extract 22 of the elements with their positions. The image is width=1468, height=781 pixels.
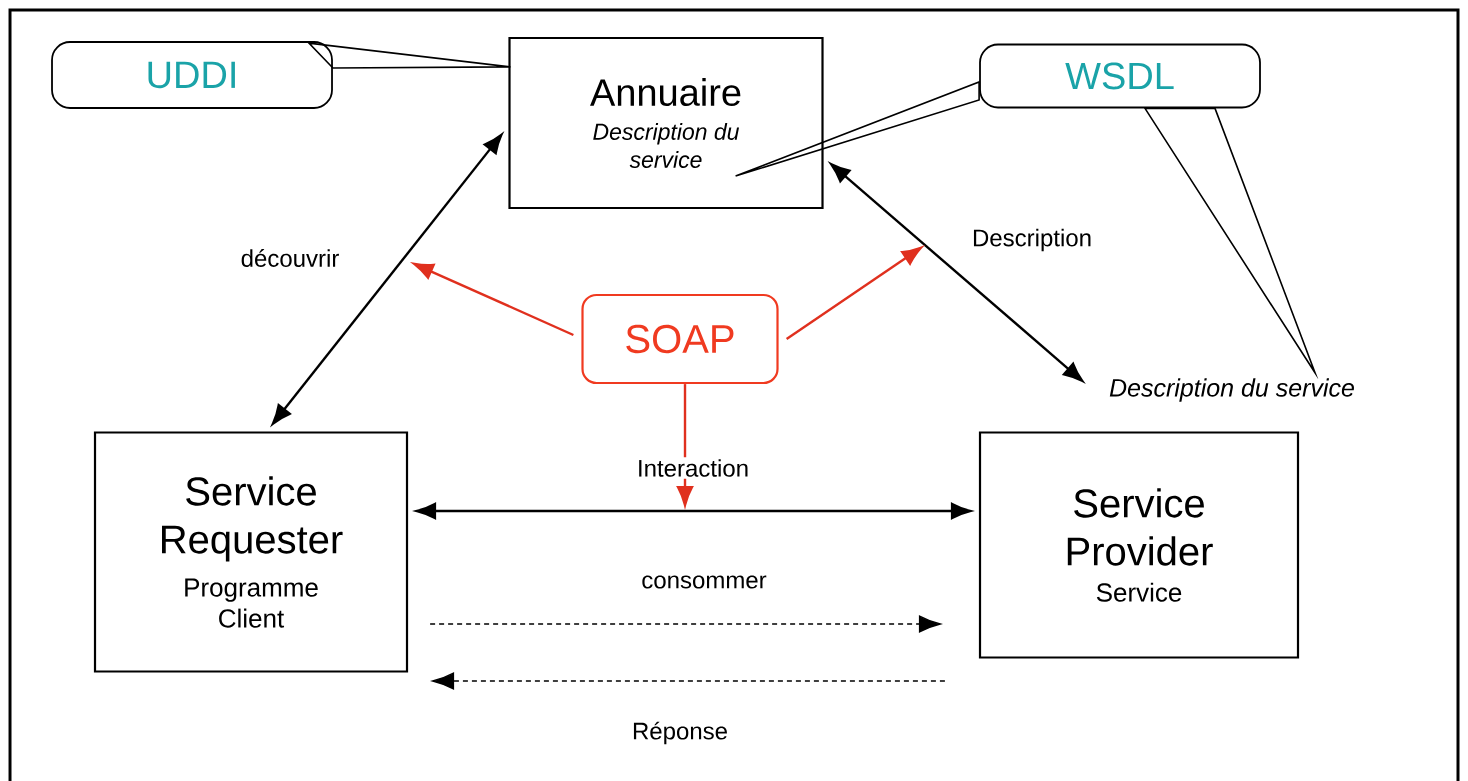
- arrow: [413, 262, 574, 337]
- process-box: Service Provider Service: [978, 431, 1300, 659]
- callout-bubble: UDDI: [51, 41, 333, 109]
- edge-label: consommer: [639, 573, 769, 591]
- callout-tail: [306, 42, 512, 69]
- arrow: [429, 615, 941, 633]
- arrow: [785, 246, 923, 340]
- arrow: [415, 502, 972, 520]
- arrow: [271, 133, 503, 425]
- italic-text: Description du service: [1109, 378, 1354, 402]
- process-box: Service Requester Programme Client: [93, 431, 409, 673]
- edge-label: Interaction: [634, 457, 752, 479]
- edge-label: Réponse: [629, 719, 731, 747]
- callout-tail: [734, 80, 980, 177]
- callout-bubble: WSDL: [979, 43, 1261, 109]
- arrow: [676, 384, 694, 507]
- edge-label: découvrir: [238, 247, 342, 269]
- arrow: [830, 163, 1084, 382]
- arrow: [432, 672, 946, 690]
- protocol-box: SOAP: [581, 293, 779, 385]
- process-box: Annuaire Description du service: [508, 36, 824, 210]
- edge-label: Description: [970, 226, 1095, 254]
